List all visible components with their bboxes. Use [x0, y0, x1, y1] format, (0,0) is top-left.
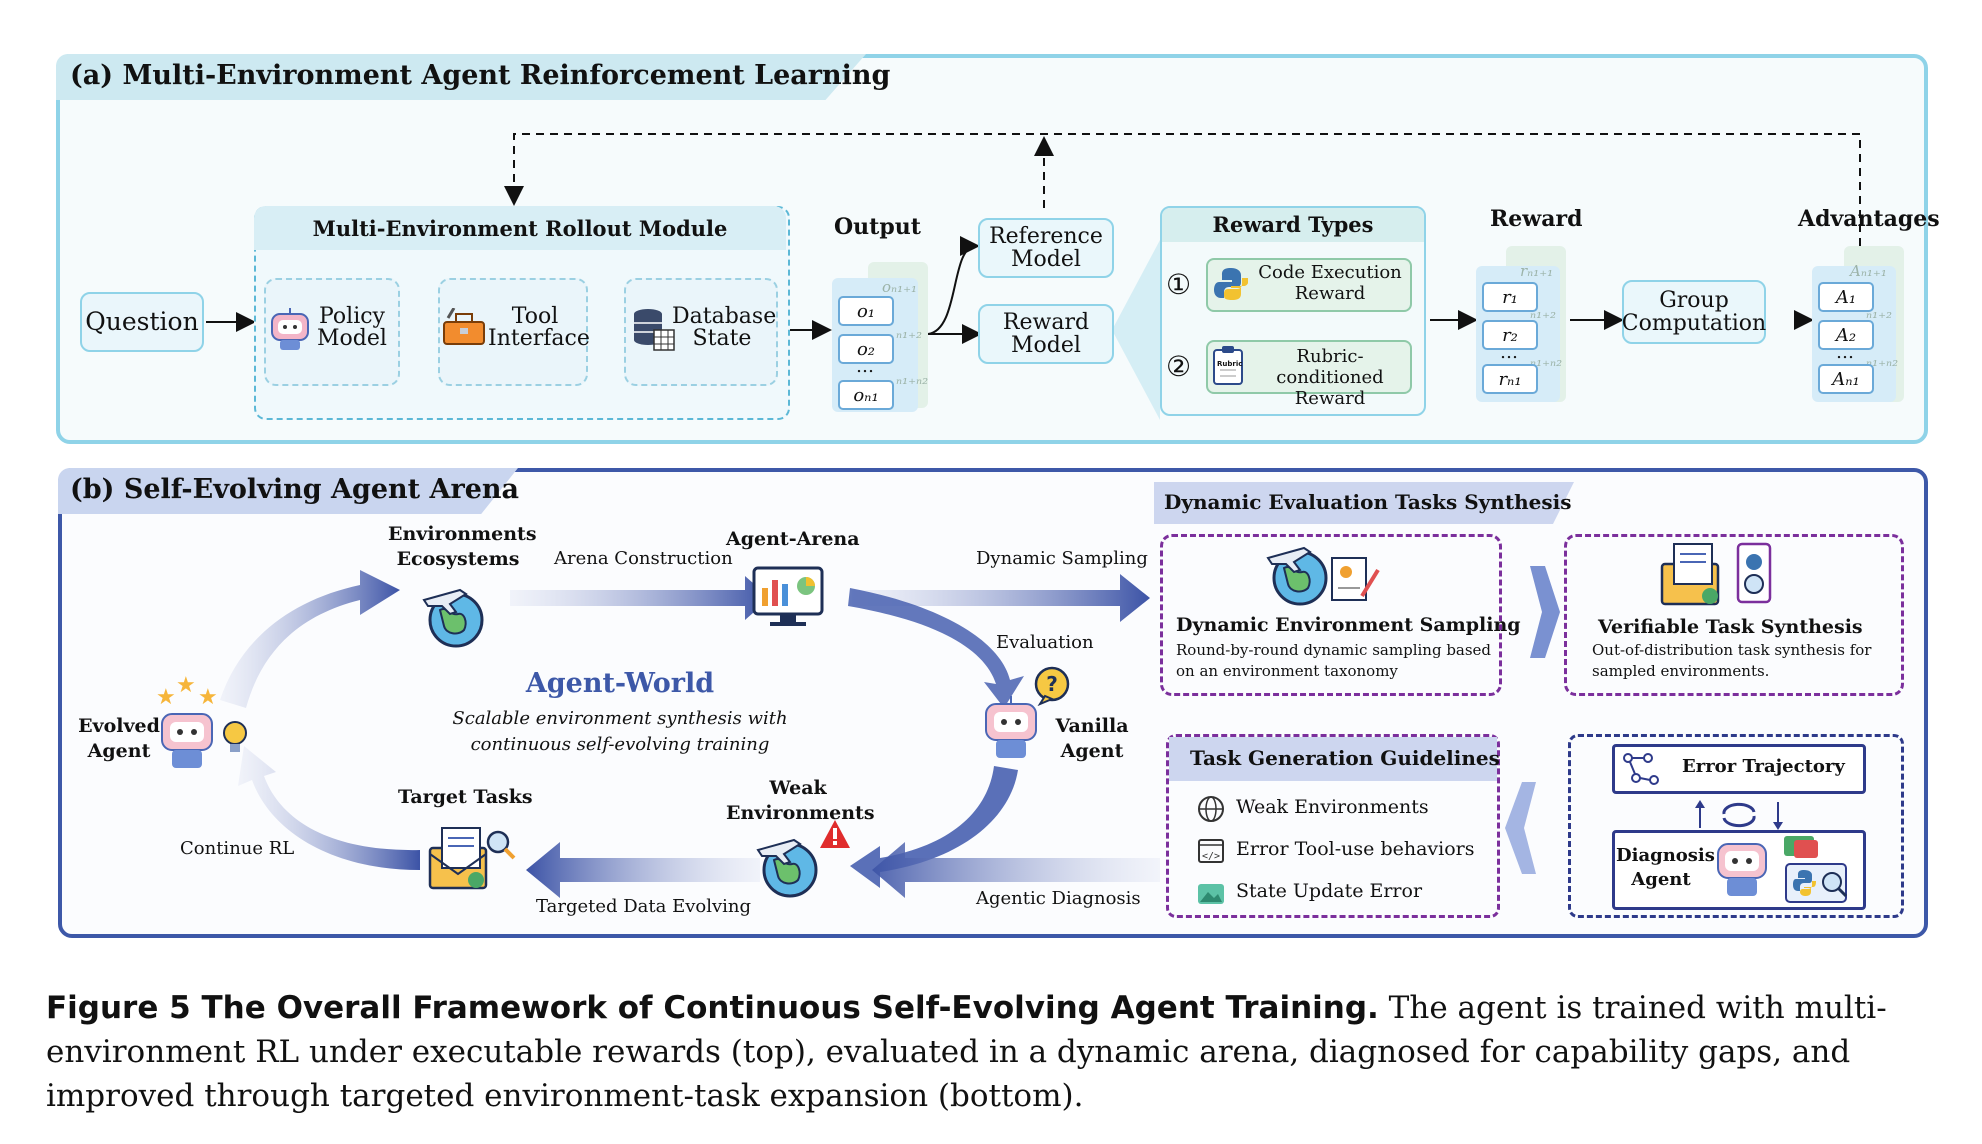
svg-text:★: ★: [156, 685, 176, 710]
guideline-item: Weak Environments: [1236, 796, 1429, 818]
synthesis-header: [1154, 482, 1574, 524]
task-guidelines-box: [1166, 734, 1500, 918]
guidelines-title: Task Generation Guidelines: [1190, 746, 1500, 770]
advantage-cell: Aₙ₁: [1818, 364, 1874, 394]
output-label: Output: [834, 214, 921, 240]
guideline-item: State Update Error: [1236, 880, 1423, 902]
diagnosis-agent-label: Diagnosis Agent: [1616, 845, 1715, 890]
question-box: Question: [80, 292, 204, 352]
rubric-reward-label: Rubric-conditioned Reward: [1276, 346, 1384, 409]
rubric-icon: [1213, 346, 1243, 385]
python-icon: [1784, 836, 1848, 903]
policy-model-label: Policy Model: [317, 304, 387, 351]
robot-icon: [161, 713, 213, 768]
guideline-item: Error Tool-use behaviors: [1236, 838, 1475, 860]
diagnosis-outer-box: [1568, 734, 1904, 918]
dyn-env-sampling-desc: Round-by-round dynamic sampling based on…: [1176, 641, 1492, 680]
evolved-agent-label: Evolved Agent: [78, 715, 160, 762]
caption-text: The agent is trained with multi-environm…: [46, 990, 1887, 1114]
database-state-label: Database State: [672, 304, 777, 351]
reward-types-title: Reward Types: [1212, 212, 1374, 237]
group-computation-box: Group Computation: [1622, 280, 1766, 344]
output-cell: o₂: [838, 334, 894, 364]
dashboard-icon: [752, 566, 824, 626]
image-icon: [1198, 884, 1224, 904]
warning-icon: [820, 820, 850, 848]
panel-b-tab: [58, 468, 518, 514]
svg-text:</>: </>: [1202, 851, 1220, 862]
lightbulb-icon: [223, 721, 247, 752]
weak-environments-label: Weak Environments: [726, 777, 875, 824]
advantage-cell: A₁: [1818, 282, 1874, 312]
reward-cell: rₙ₁: [1482, 364, 1538, 394]
reward-cell: r₂: [1482, 320, 1538, 350]
agent-arena-label: Agent-Arena: [726, 528, 860, 550]
rubric-tag: Rubric: [1217, 360, 1243, 368]
database-icon: [634, 309, 675, 351]
figure-caption: Figure 5 The Overall Framework of Contin…: [46, 986, 1936, 1118]
tool-interface-label: Tool Interface: [488, 304, 590, 351]
advantage-cell: A₂: [1818, 320, 1874, 350]
output-cell: oₙ₁: [838, 380, 894, 410]
dynamic-env-sampling-box: [1160, 534, 1502, 696]
advantages-label: Advantages: [1798, 206, 1940, 232]
agent-world-title: Agent-World: [525, 668, 715, 699]
caption-label: Figure 5 The Overall Framework of Contin…: [46, 990, 1379, 1026]
envelope-task-icon: [1660, 542, 1772, 606]
continue-rl-label: Continue RL: [180, 838, 295, 859]
toolbox-icon: [443, 308, 485, 345]
verifiable-title: Verifiable Task Synthesis: [1598, 616, 1863, 638]
reference-model-box: Reference Model: [978, 218, 1114, 278]
svg-text:?: ?: [1046, 672, 1058, 696]
verifiable-desc: Out-of-distribution task synthesis for s…: [1592, 641, 1872, 680]
targeted-data-evolving-label: Targeted Data Evolving: [536, 896, 752, 917]
dynamic-sampling-label: Dynamic Sampling: [976, 548, 1148, 569]
svg-text:★: ★: [198, 685, 218, 710]
reward-label: Reward: [1490, 206, 1583, 232]
python-icon: [1214, 268, 1248, 300]
globe-plane-icon: [422, 588, 484, 648]
rollout-module-title: Multi-Environment Rollout Module: [312, 216, 728, 241]
verifiable-task-box: [1564, 534, 1904, 696]
panel-b-title: (b) Self-Evolving Agent Arena: [70, 474, 519, 505]
arena-construction-label: Arena Construction: [554, 548, 733, 569]
sync-icon: [1695, 800, 1783, 830]
panel-a-title: (a) Multi-Environment Agent Reinforcemen…: [70, 60, 891, 91]
envelope-task-icon: [428, 827, 516, 890]
reward-cell: r₁: [1482, 282, 1538, 312]
panel-a-tab: [56, 54, 866, 100]
agentic-diagnosis-label: Agentic Diagnosis: [976, 888, 1141, 909]
error-trajectory-box: [1612, 744, 1866, 794]
robot-icon: [985, 696, 1037, 758]
vanilla-agent-label: Vanilla Agent: [1055, 715, 1129, 762]
globe-icon: [1198, 796, 1224, 822]
code-icon: </>: [1198, 839, 1224, 863]
reward-model-box: Reward Model: [978, 304, 1114, 364]
globe-plane-icon: [756, 838, 818, 898]
error-trajectory-label: Error Trajectory: [1682, 756, 1845, 777]
environments-ecosystems-label: Environments Ecosystems: [388, 523, 537, 570]
target-tasks-label: Target Tasks: [398, 786, 533, 808]
svg-text:★: ★: [176, 673, 196, 698]
question-icon: ?: [1034, 666, 1070, 706]
dyn-env-sampling-title: Dynamic Environment Sampling: [1176, 614, 1521, 636]
output-cell: o₁: [838, 296, 894, 326]
code-execution-reward-label: Code Execution Reward: [1258, 262, 1402, 304]
stars-icon: ★ ★ ★: [156, 673, 218, 710]
agent-world-subtitle: Scalable environment synthesis with cont…: [452, 708, 788, 755]
globe-plane-icon: [1266, 546, 1380, 606]
robot-icon: [1717, 843, 1767, 896]
evaluation-label: Evaluation: [996, 632, 1094, 653]
robot-icon: [271, 308, 309, 350]
graph-icon: [1623, 753, 1659, 785]
synthesis-title: Dynamic Evaluation Tasks Synthesis: [1164, 490, 1572, 514]
